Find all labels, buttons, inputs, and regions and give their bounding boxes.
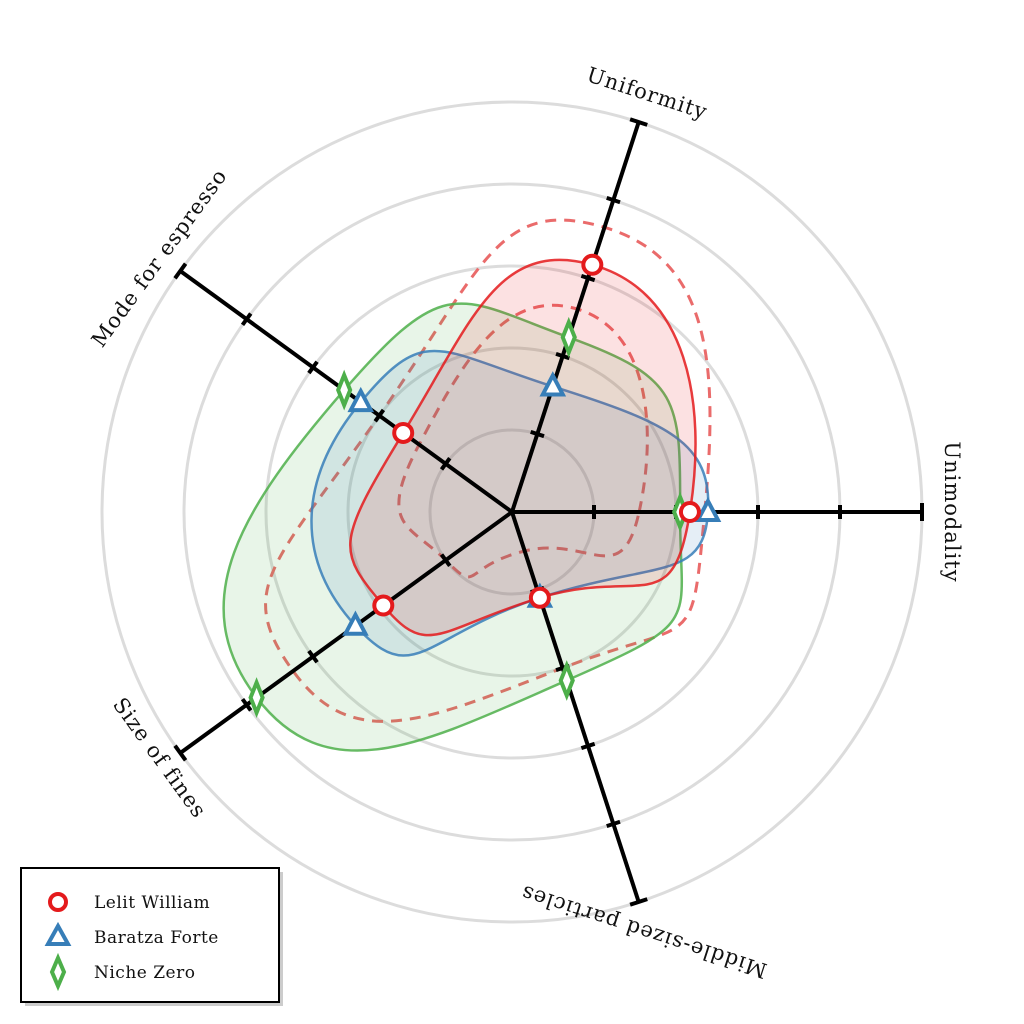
axis-tick xyxy=(240,697,253,712)
axis-tick xyxy=(307,360,319,375)
legend: Lelit William Baratza Forte Niche Zero xyxy=(20,867,283,1006)
axis-tick xyxy=(307,649,319,664)
marker-diamond xyxy=(558,660,575,701)
axis-line xyxy=(510,121,641,513)
marker-circle xyxy=(392,421,415,444)
band-lower xyxy=(397,303,649,579)
axis-label-size-of-fines: Size of fines xyxy=(108,693,211,822)
marker-triangle xyxy=(694,496,722,522)
marker-diamond xyxy=(248,677,265,718)
series-area xyxy=(349,258,697,637)
axis-tick xyxy=(629,897,648,907)
axis-tick xyxy=(580,273,596,283)
marker-diamond xyxy=(336,369,353,411)
axis-label-uniformity: Uniformity xyxy=(584,63,711,125)
axis-tick xyxy=(606,195,621,205)
axis-label-unimodality: Unimodality xyxy=(940,441,964,582)
axis-label-middle-sized-particles: Middle-sized particles xyxy=(518,880,770,982)
axis-tick xyxy=(173,744,188,762)
axis-tick xyxy=(580,741,596,751)
legend-label-niche: Niche Zero xyxy=(94,963,195,983)
axis-tick xyxy=(606,819,621,829)
band-upper xyxy=(264,218,712,723)
series-areas xyxy=(222,258,710,752)
legend-diamond-icon xyxy=(49,952,67,992)
axis-tick xyxy=(555,351,570,361)
axis-tick xyxy=(629,117,648,127)
marker-triangle xyxy=(347,386,375,413)
legend-label-baratza: Baratza Forte xyxy=(94,928,219,948)
axis-label-mode-for-espresso: Mode for espresso xyxy=(87,164,232,351)
axis-tick xyxy=(439,456,452,471)
marker-circle xyxy=(528,586,551,609)
marker-circle xyxy=(581,253,604,276)
axis-tick xyxy=(439,553,452,568)
legend-circle-icon xyxy=(48,892,68,912)
axis-tick xyxy=(173,262,188,280)
series-markers xyxy=(248,253,722,718)
marker-triangle xyxy=(342,610,369,636)
marker-circle xyxy=(372,594,395,617)
legend-label-lelit: Lelit William xyxy=(94,893,210,913)
marker-diamond xyxy=(560,316,577,358)
legend-triangle-icon xyxy=(44,921,72,946)
axis-tick xyxy=(530,429,545,439)
axis-tick xyxy=(373,408,386,423)
marker-triangle xyxy=(539,371,567,397)
axis-tick xyxy=(240,312,253,327)
axis-line xyxy=(510,511,641,903)
marker-circle xyxy=(678,501,701,523)
uncertainty-band xyxy=(264,218,712,723)
